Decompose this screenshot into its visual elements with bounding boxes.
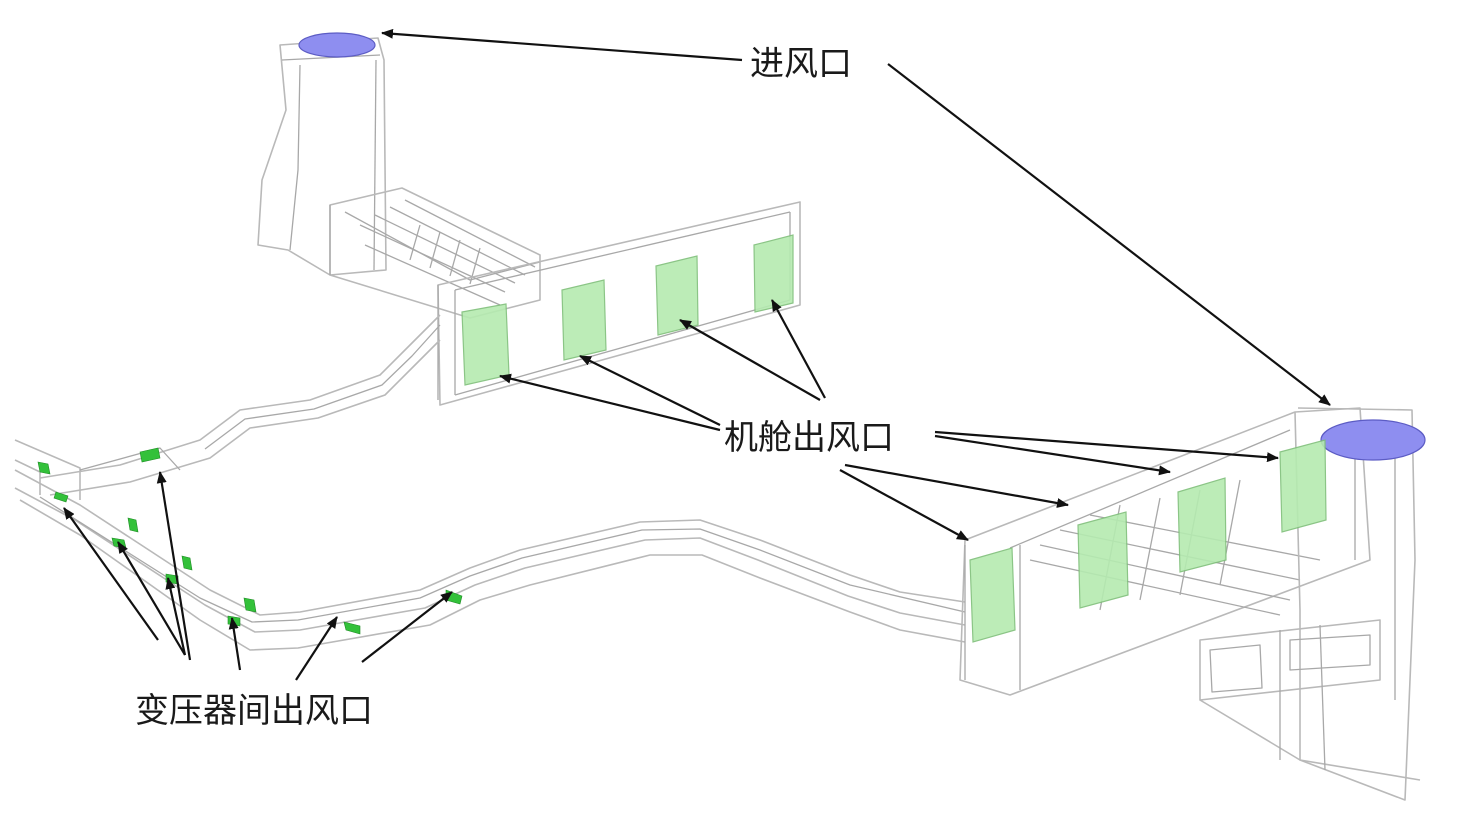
cabin-outlet-panel — [461, 303, 510, 386]
cabin-outlets — [461, 234, 1327, 643]
cabin-outlet-panel — [1077, 511, 1129, 609]
transformer-outlet-arrow — [165, 577, 187, 656]
transformer-outlet-dot — [343, 621, 361, 635]
transformer-outlet-dot — [53, 491, 69, 503]
transformer-outlet-arrow — [361, 591, 453, 663]
cabin-outlet-arrow — [934, 430, 1279, 463]
left-structure — [39, 37, 801, 496]
cabin-outlet-arrow — [839, 469, 969, 541]
cabin-outlet-arrow — [771, 299, 826, 399]
right-structure — [959, 407, 1421, 801]
transformer-outlets — [37, 447, 463, 635]
transformer-outlet-arrow — [63, 507, 159, 641]
inlet-arrow — [381, 28, 743, 62]
transformer-outlet-dot — [37, 461, 51, 475]
transformer-outlet-dot — [181, 555, 193, 571]
label-transformer-outlet: 变压器间出风口 — [135, 691, 373, 731]
transformer-outlet-dot — [127, 517, 139, 533]
transformer-gallery — [14, 439, 966, 651]
cabin-outlet-arrow — [934, 434, 1171, 476]
cabin-outlet-arrow — [499, 373, 721, 432]
cabin-outlet-panel — [655, 255, 699, 336]
cabin-outlet-panel — [753, 234, 794, 313]
inlet-arrow — [887, 63, 1331, 406]
transformer-outlet-dot — [243, 597, 257, 613]
right-air-inlet — [1320, 419, 1426, 461]
label-air-inlet: 进风口 — [750, 44, 852, 84]
transformer-outlet-arrow — [295, 616, 338, 681]
label-cabin-outlet: 机舱出风口 — [724, 418, 894, 458]
transformer-outlet-dot — [139, 447, 161, 463]
cabin-outlet-arrow — [679, 319, 821, 401]
transformer-outlet-arrow — [156, 471, 192, 661]
cabin-outlet-panel — [1177, 477, 1227, 573]
cabin-outlet-arrow — [844, 463, 1069, 508]
transformer-outlet-arrow — [228, 617, 242, 671]
left-air-inlet — [298, 32, 376, 58]
cabin-outlet-panel — [561, 279, 607, 361]
cabin-outlet-arrow — [579, 355, 721, 426]
cabin-outlet-panel — [969, 547, 1016, 643]
callout-arrows — [63, 28, 1331, 681]
transformer-outlet-arrow — [117, 541, 186, 656]
cabin-outlet-panel — [1279, 439, 1327, 533]
